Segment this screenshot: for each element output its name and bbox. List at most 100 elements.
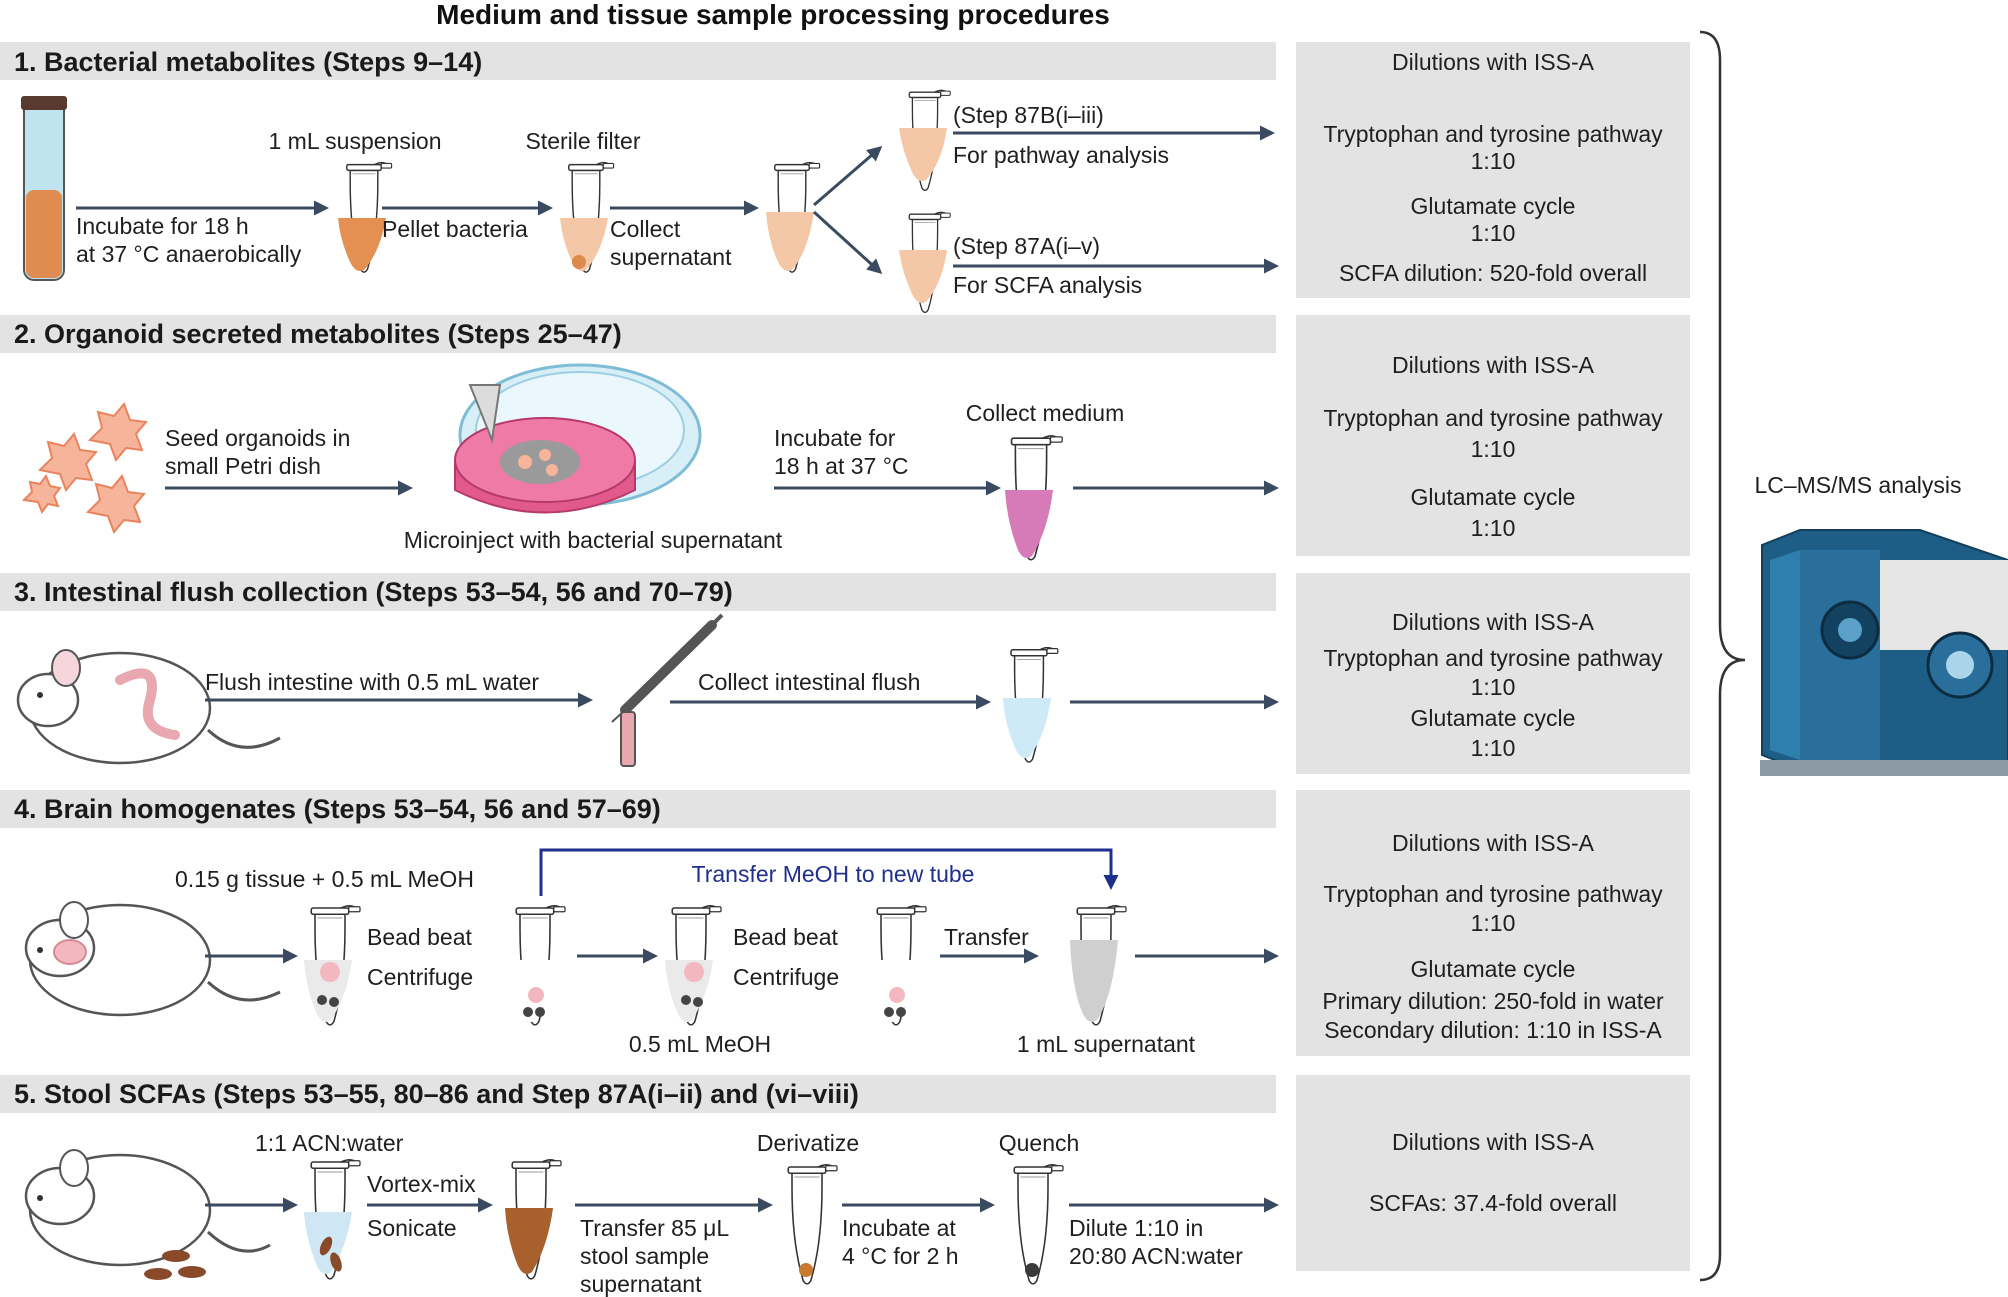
section-2-heading: 2. Organoid secreted metabolites (Steps … [14,319,622,349]
section-5-dilution-box [1296,1075,1690,1271]
dilution-2-line-3: 1:10 [1471,436,1516,462]
tube-supernatant-icon [766,161,821,274]
dilution-1-line-3: 1:10 [1471,148,1516,174]
dilution-3-line-4: Glutamate cycle [1411,705,1576,731]
section-1-heading: 1. Bacterial metabolites (Steps 9–14) [14,47,482,77]
petri-dish-icon [454,363,702,514]
dilution-3-line-5: 1:10 [1471,735,1516,761]
tissue-label: 0.15 g tissue + 0.5 mL MeOH [175,866,474,892]
dilution-4-line-2: Tryptophan and tyrosine pathway [1323,881,1663,907]
meoh-label: 0.5 mL MeOH [629,1031,771,1057]
section-5: 5. Stool SCFAs (Steps 53–55, 80–86 and S… [0,1075,1690,1297]
derivatize-label: Derivatize [757,1130,859,1156]
transfer-85-line2: stool sample [580,1243,709,1269]
tube-derivatize-icon [787,1163,839,1286]
flush-label: Flush intestine with 0.5 mL water [205,669,539,695]
section-5-heading: 5. Stool SCFAs (Steps 53–55, 80–86 and S… [14,1079,859,1109]
tube-stool-supernatant-icon [505,1158,563,1281]
section-4-heading: 4. Brain homogenates (Steps 53–54, 56 an… [14,794,661,824]
transfer-85-line3: supernatant [580,1271,702,1297]
tube-medium-icon [1005,434,1064,561]
branch-arrow-down [812,210,883,275]
section-5-header-band [0,1075,1276,1113]
supernatant-label: 1 mL supernatant [1017,1031,1196,1057]
collect-label-line1: Collect [610,216,681,242]
incubate-label-line1: Incubate for 18 h [76,213,249,239]
dilution-1-line-1: Dilutions with ISS-A [1392,49,1595,75]
dilution-1-line-5: 1:10 [1471,220,1516,246]
dilution-3-line-2: Tryptophan and tyrosine pathway [1323,645,1663,671]
mass-spectrometer-icon [1760,529,2008,776]
dilution-4-line-1: Dilutions with ISS-A [1392,830,1595,856]
tube-bead2-icon [870,904,928,1027]
seed-label-line1: Seed organoids in [165,425,350,451]
bead-beat-1-label: Bead beat [367,924,472,950]
suspension-label: 1 mL suspension [268,128,441,154]
tube-suspension-icon [338,161,393,274]
dilution-1-line-6: SCFA dilution: 520-fold overall [1339,260,1647,286]
section-4-header-band [0,790,1276,828]
section-3: 3. Intestinal flush collection (Steps 53… [0,573,1690,774]
incubate5-line2: 4 °C for 2 h [842,1243,959,1269]
bead-beat-2-label: Bead beat [733,924,838,950]
centrifuge-2-label: Centrifuge [733,964,839,990]
section-3-header-band [0,573,1276,611]
dilution-4-line-3: 1:10 [1471,910,1516,936]
section-4: 4. Brain homogenates (Steps 53–54, 56 an… [0,790,1690,1057]
incubate2-label-line2: 18 h at 37 °C [774,453,909,479]
dilution-4-line-4: Glutamate cycle [1411,956,1576,982]
pathway-label: For pathway analysis [953,142,1169,168]
figure-title: Medium and tissue sample processing proc… [436,0,1110,30]
grouping-brace [1699,30,1746,1282]
dilution-2-line-4: Glutamate cycle [1411,484,1576,510]
section-2-dilution-box [1296,315,1690,556]
section-1-dilution-box [1296,42,1690,298]
tube-bead1-icon [509,904,567,1027]
tube-final-supernatant-icon [1070,904,1128,1027]
section-3-dilution-box [1296,573,1690,774]
tube-scfa-icon [899,211,952,314]
transfer-meoh-label: Transfer MeOH to new tube [692,861,975,887]
dilute5-line2: 20:80 ACN:water [1069,1243,1243,1269]
sterile-filter-label: Sterile filter [525,128,640,154]
tube-pathway-icon [899,89,952,192]
branch-arrow-up [813,146,883,207]
tube-flush-icon [1003,646,1060,764]
dilution-1-line-4: Glutamate cycle [1411,193,1576,219]
incubate5-line1: Incubate at [842,1215,956,1241]
dilution-2-line-5: 1:10 [1471,515,1516,541]
scfa-label: For SCFA analysis [953,272,1142,298]
collect-label-line2: supernatant [610,244,732,270]
step87b-label: (Step 87B(i–iii) [953,102,1104,128]
syringe-icon [611,613,724,767]
organoid-icon [21,402,148,534]
tube-quench-icon [1013,1163,1065,1286]
transfer-85-line1: Transfer 85 μL [580,1215,729,1241]
transfer-meoh-arrow [539,848,1119,896]
tube-meoh-icon [665,904,723,1027]
mouse-stool-icon [24,1149,271,1280]
tube-tissue-icon [304,904,362,1027]
collect-flush-label: Collect intestinal flush [698,669,920,695]
dilution-4-line-6: Secondary dilution: 1:10 in ISS-A [1324,1017,1662,1043]
section-1-header-band [0,42,1276,80]
dilution-4-line-5: Primary dilution: 250-fold in water [1322,988,1664,1014]
section-2: 2. Organoid secreted metabolites (Steps … [0,315,1690,561]
dilution-2-line-1: Dilutions with ISS-A [1392,352,1595,378]
section-2-header-band [0,315,1276,353]
incubate-label-line2: at 37 °C anaerobically [76,241,302,267]
section-4-dilution-box [1296,790,1690,1056]
tube-pellet-icon [560,161,615,274]
sonicate-label: Sonicate [367,1215,457,1241]
dilute5-line1: Dilute 1:10 in [1069,1215,1203,1241]
section-3-heading: 3. Intestinal flush collection (Steps 53… [14,577,733,607]
acn-label: 1:1 ACN:water [255,1130,404,1156]
dilution-1-line-2: Tryptophan and tyrosine pathway [1323,121,1663,147]
dilution-5-line-2: SCFAs: 37.4-fold overall [1369,1190,1617,1216]
transfer-label: Transfer [944,924,1029,950]
culture-tube-icon [21,96,67,281]
microinject-label: Microinject with bacterial supernatant [404,527,783,553]
section-1: 1. Bacterial metabolites (Steps 9–14) In… [0,42,1690,314]
mouse-brain-icon [24,901,281,1017]
